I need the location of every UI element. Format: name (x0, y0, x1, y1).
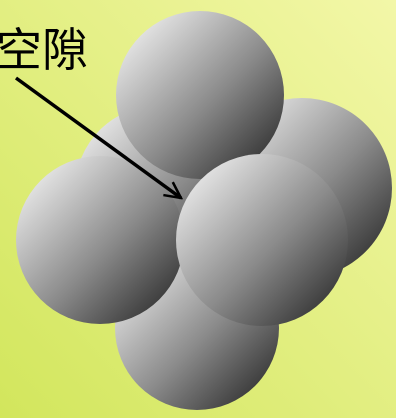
void-label: 空隙 (0, 23, 88, 77)
sphere-center-front (176, 154, 348, 326)
sphere-top (116, 11, 284, 179)
